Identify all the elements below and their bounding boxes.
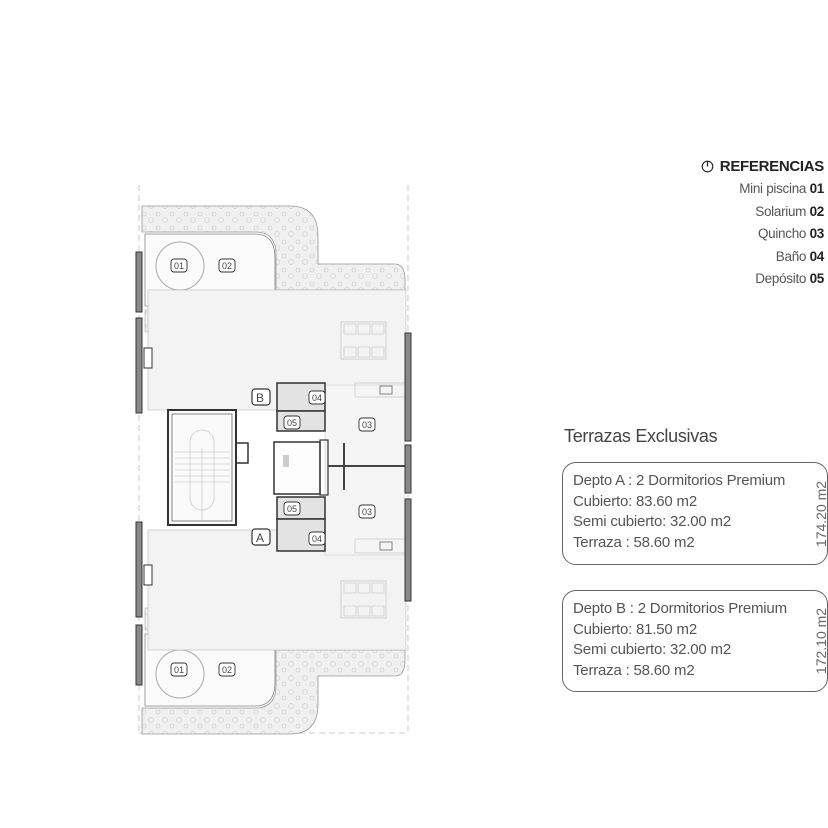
tag-bath-a: 04 [312,534,322,544]
unit-semi-cubierto: Semi cubierto: 32.00 m2 [573,641,731,658]
terrace-b [141,205,407,411]
legend-item-quincho: Quincho 03 [757,226,824,241]
tag-pool-b: 01 [174,261,184,271]
tag-storage-b: 05 [287,418,297,428]
terrazas-title: Terrazas Exclusivas [564,426,718,446]
legend-item-bano: Baño 04 [775,248,825,264]
unit-total: 172.10 m2 [813,607,828,675]
north-arrow-icon [701,160,714,173]
unit-name: Depto A : 2 Dormitorios Premium [573,472,786,489]
unit-label-b: B [256,391,264,405]
tag-solarium-b: 02 [222,261,232,271]
plan-tags [170,258,376,677]
unit-terraza: Terraza : 58.60 m2 [573,661,695,679]
tag-quincho-b: 03 [362,420,372,430]
unit-card-depto-a: Depto A : 2 Dormitorios Premium Cubierto… [562,462,828,565]
unit-total: 174.20 m2 [813,480,828,547]
legend: REFERENCIAS Mini piscina 01 Solarium 02 … [701,158,824,291]
legend-item-solarium: Solarium 02 [755,203,824,219]
tag-bath-b: 04 [312,393,322,403]
legend-title: REFERENCIAS [701,158,824,175]
tag-quincho-a: 03 [362,507,372,517]
tag-pool-a: 01 [174,665,184,675]
core [167,382,406,556]
unit-card-depto-b: Depto B : 2 Dormitorios Premium Cubierto… [562,590,828,692]
legend-item-mini-piscina: Mini piscina 01 [739,181,824,196]
unit-cubierto: Cubierto: 83.60 m2 [573,492,697,510]
tag-solarium-a: 02 [222,665,232,675]
terrace-a [141,529,407,735]
unit-name: Depto B : 2 Dormitorios Premium [573,600,787,617]
unit-terraza: Terraza : 58.60 m2 [573,533,695,551]
unit-semi-cubierto: Semi cubierto: 32.00 m2 [573,513,731,530]
unit-cubierto: Cubierto: 81.50 m2 [573,620,697,638]
unit-label-a: A [256,531,264,545]
legend-item-deposito: Depósito 05 [755,271,824,286]
tag-storage-a: 05 [287,504,297,514]
